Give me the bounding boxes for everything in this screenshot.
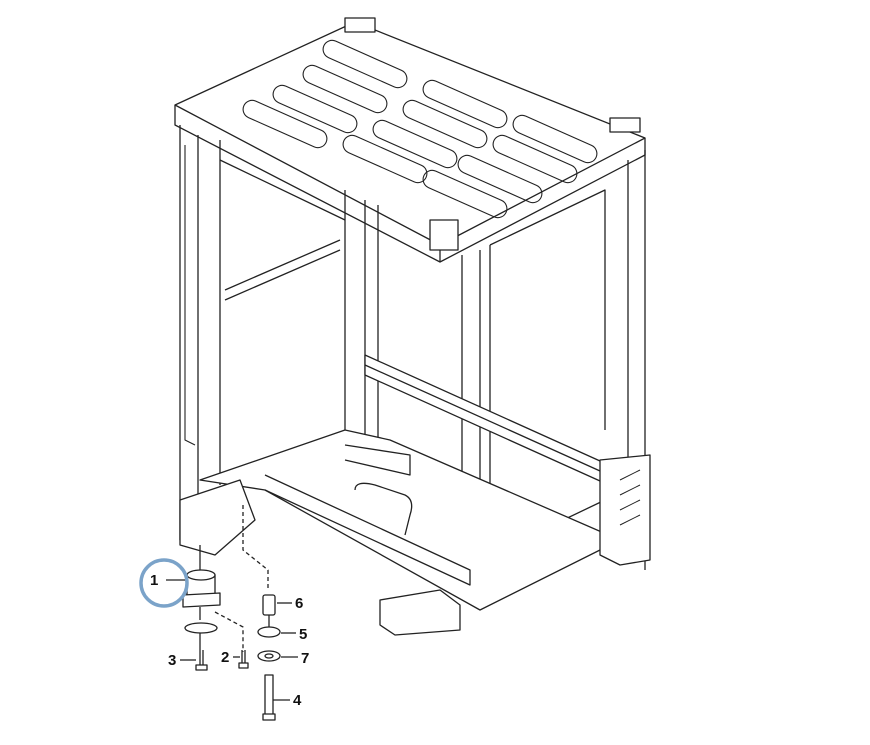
callout-7[interactable]: 7: [301, 650, 310, 667]
mount-parts: [166, 505, 298, 721]
callout-1[interactable]: 1: [150, 572, 159, 589]
part-4-bolt: [262, 674, 276, 721]
part-washer-plate: [184, 622, 218, 634]
callout-6[interactable]: 6: [295, 595, 304, 612]
part-2-bolt: [238, 650, 249, 669]
callout-4[interactable]: 4: [293, 692, 302, 709]
callout-3[interactable]: 3: [168, 652, 177, 669]
callout-1-highlight-ring: [139, 558, 189, 608]
part-7-washer: [257, 650, 281, 662]
part-6-spacer: [262, 594, 276, 616]
cab-base-frame: [179, 429, 651, 636]
cab-roof: [174, 17, 646, 263]
callout-5[interactable]: 5: [299, 626, 308, 643]
callout-2[interactable]: 2: [221, 649, 230, 666]
part-5-washer: [257, 626, 281, 638]
part-3-bolt: [195, 650, 208, 671]
